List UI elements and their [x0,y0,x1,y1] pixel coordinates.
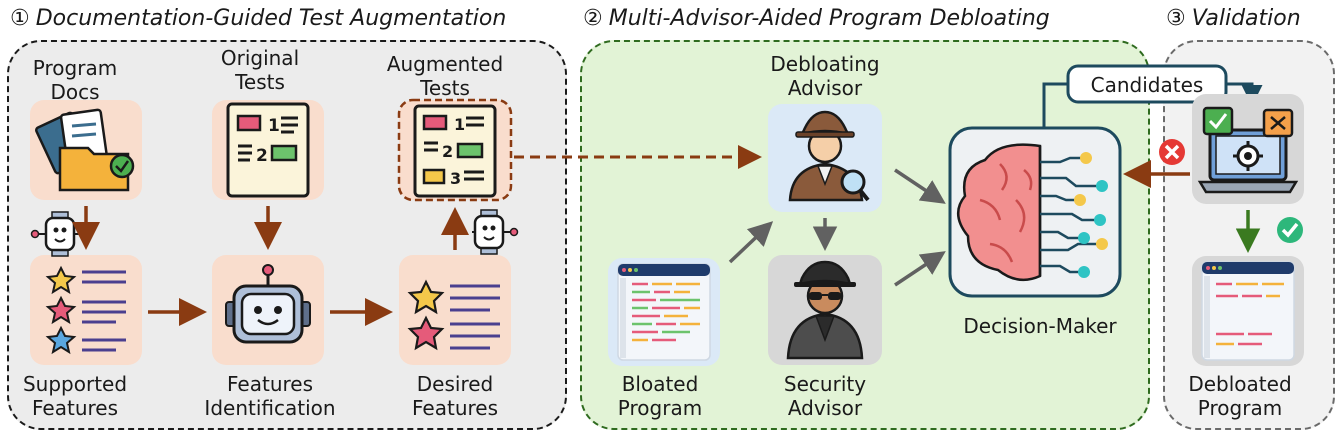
arrow-program-to-advisor [728,221,774,264]
test-sheet-icon: 1 2 [212,100,324,200]
arrow-security-to-decision [894,251,946,287]
svg-text:3: 3 [450,169,461,188]
svg-text:1: 1 [454,115,465,134]
code-editor-icon [608,258,720,366]
decision-maker-label: Decision-Maker [963,314,1117,338]
small-robot-icon-left [30,211,80,257]
star-list-icon [30,255,142,365]
x-circle-icon [1159,139,1185,165]
desired-features-icon [399,255,511,365]
svg-text:1: 1 [268,116,280,136]
debloated-code-editor-icon [1192,256,1304,366]
detective-icon [768,104,882,212]
arrow-advisor-to-decision [894,168,946,204]
candidates-label: Candidates [1091,73,1204,97]
candidates-line-left [1042,82,1068,128]
robot-icon [212,255,324,365]
svg-text:2: 2 [442,142,453,161]
svg-text:2: 2 [256,146,268,166]
ai-brain-icon [948,126,1122,298]
laptop-gear-icon [1192,94,1304,204]
small-robot-icon-right [472,209,519,255]
augmented-test-sheet-icon: 1 2 3 [397,98,513,202]
check-circle-icon [1277,217,1303,243]
spy-icon [768,255,882,365]
documents-folder-icon [30,100,142,200]
candidates-box [1066,64,1228,104]
